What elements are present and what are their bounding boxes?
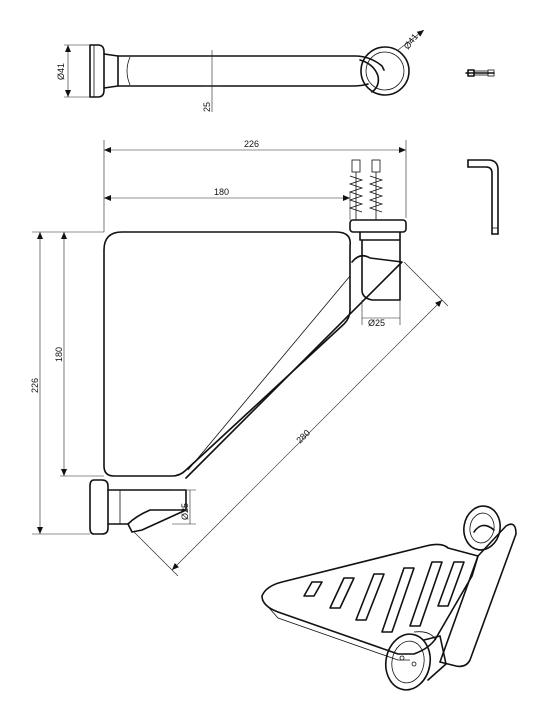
screw-key-small — [465, 69, 495, 77]
dim-inner-height: 180 — [54, 347, 64, 362]
dim-diameter-top-left: Ø41 — [56, 63, 66, 80]
front-view: Ø25 Ø25 226 180 226 18 — [30, 139, 449, 577]
iso-slots — [303, 561, 465, 633]
dim-tube-diameter-bottom: Ø25 — [180, 503, 190, 520]
basket-slots — [118, 248, 326, 452]
dim-tube-diameter-right: Ø25 — [368, 318, 385, 328]
dim-diagonal-length: 280 — [294, 428, 312, 446]
dim-overall-height: 226 — [30, 378, 40, 393]
isometric-view — [261, 505, 517, 691]
top-view: Ø41 25 Ø41 — [56, 29, 425, 112]
dim-diameter-top-right: Ø41 — [402, 32, 420, 52]
dim-offset-top: 25 — [202, 102, 212, 112]
right-wall-mount: Ø25 — [348, 159, 407, 328]
dim-inner-width: 180 — [214, 187, 229, 197]
bottom-wall-mount: Ø25 — [89, 479, 196, 535]
hex-key — [467, 159, 499, 235]
dim-overall-width: 226 — [244, 139, 259, 149]
